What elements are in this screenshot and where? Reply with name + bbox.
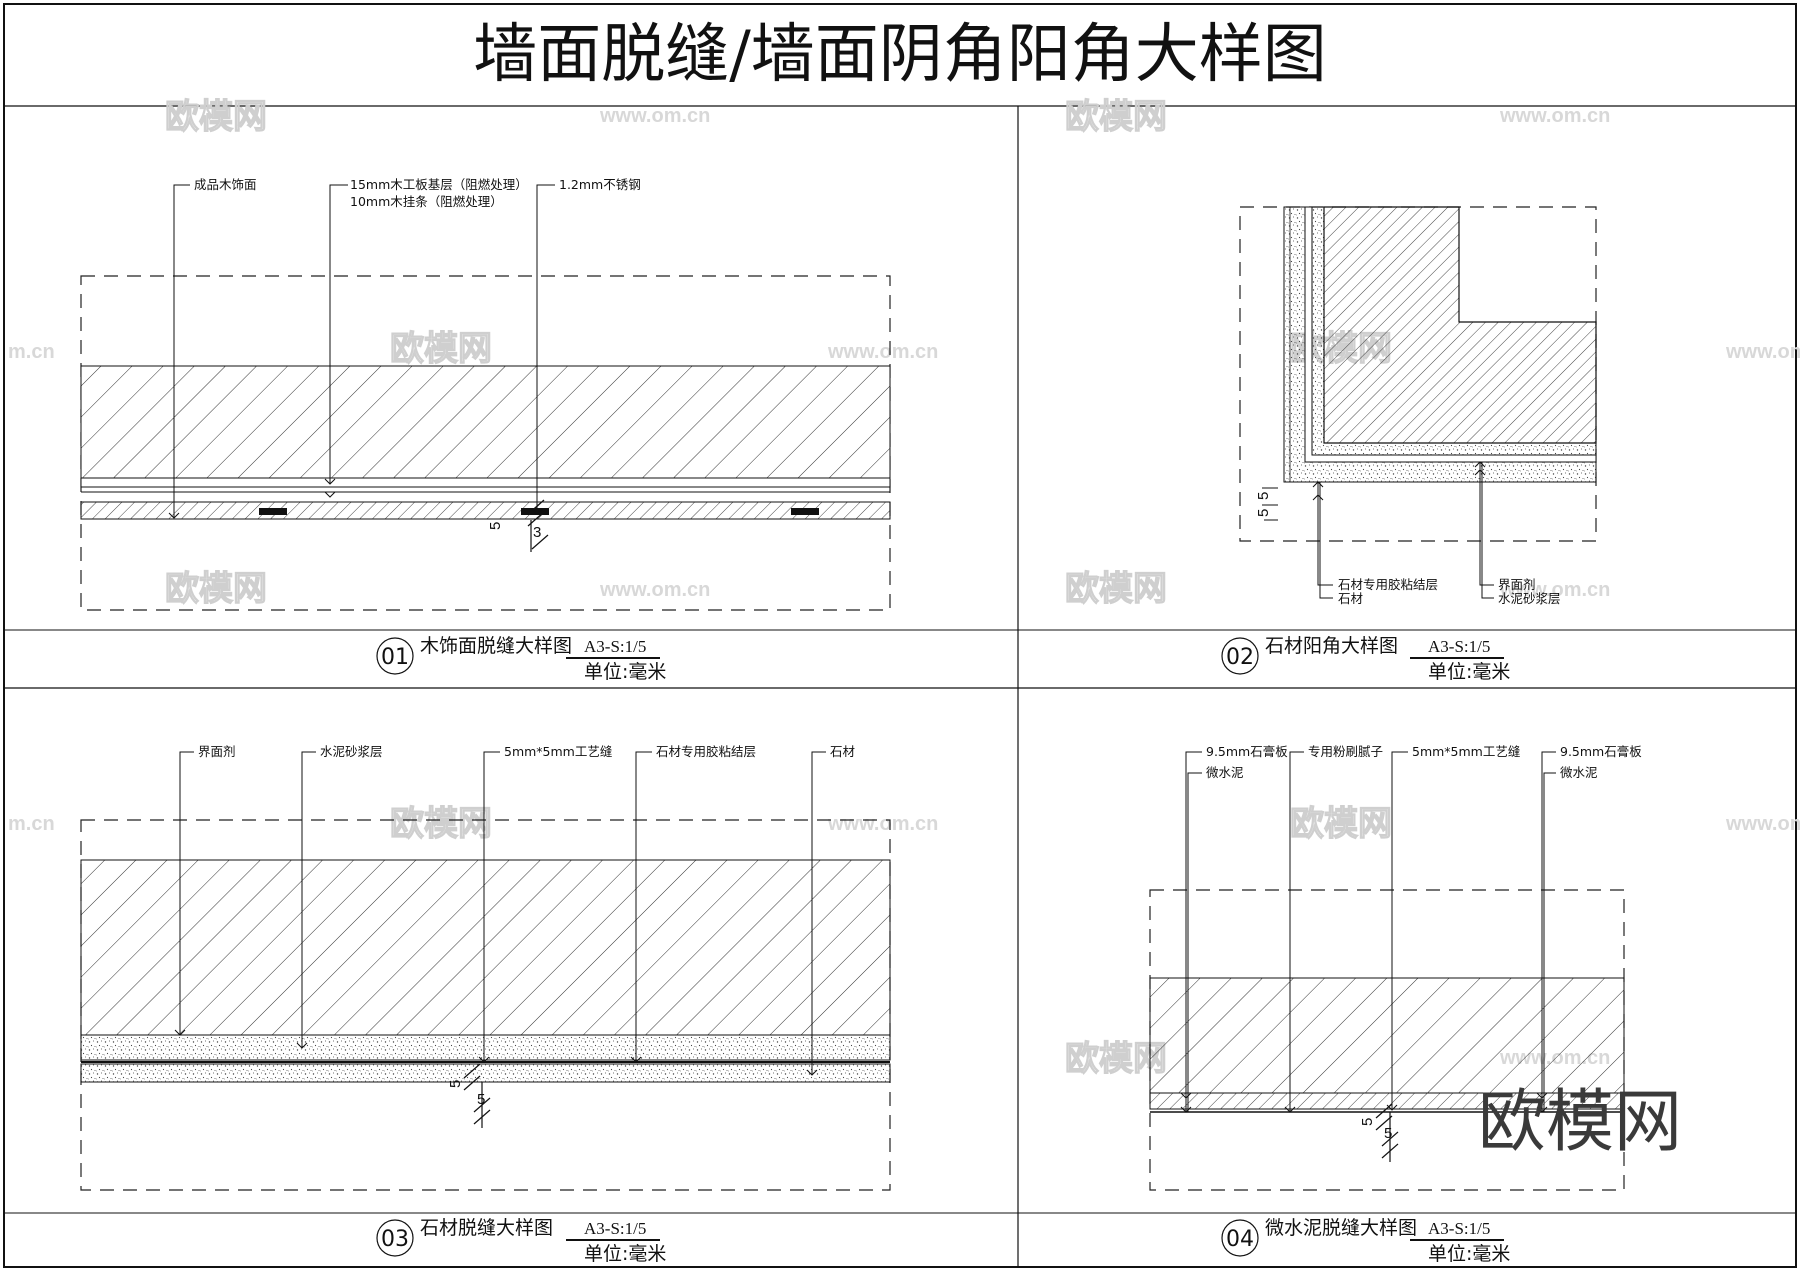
leader-lines: [1312, 461, 1494, 599]
dim-gap-5: 5: [1255, 509, 1272, 517]
note-interface-agent: 界面剂: [198, 744, 236, 759]
detail-name: 石材脱缝大样图: [420, 1217, 553, 1239]
detail-scale: A3-S:1/5: [584, 637, 646, 656]
note-plywood-base: 15mm木工板基层（阻燃处理）: [350, 177, 528, 192]
note-interface-agent: 界面剂: [1498, 577, 1536, 592]
note-stainless-steel: 1.2mm不锈钢: [559, 177, 641, 192]
note-stone-adhesive: 石材专用胶粘结层: [1338, 577, 1438, 592]
leader-lines: [1180, 751, 1556, 1113]
watermark-url: www.om.cn: [599, 105, 710, 127]
mortar-layer: [80, 1034, 891, 1061]
detail-03-stone-joint: 界面剂 水泥砂浆层 5mm*5mm工艺缝 石材专用胶粘结层 石材 5 5: [80, 744, 891, 1191]
watermark-url: m.cn: [8, 341, 55, 363]
batten-layer: [80, 477, 891, 488]
detail-scale: A3-S:1/5: [1428, 637, 1490, 656]
note-putty: 专用粉刷腻子: [1308, 744, 1383, 759]
note-stone: 石材: [1338, 591, 1363, 606]
detail-unit: 单位:毫米: [584, 661, 666, 683]
wall-substrate: [1149, 977, 1625, 1094]
watermark-url: www.om.cn: [827, 813, 938, 835]
detail-number-circle: [376, 637, 414, 675]
watermark-logo: 欧模网: [1065, 569, 1167, 609]
leader-lines: [168, 184, 555, 519]
detail-unit: 单位:毫米: [1428, 1243, 1510, 1265]
watermark-logo: 欧模网: [1065, 97, 1167, 137]
caption-02: 02 石材阳角大样图 A3-S:1/5 单位:毫米: [1221, 635, 1510, 683]
wall-substrate: [80, 859, 891, 1036]
note-micro-cement: 微水泥: [1560, 765, 1598, 780]
dimension-marks: [463, 1063, 491, 1128]
detail-02-stone-corner: 石材专用胶粘结层 石材 界面剂 水泥砂浆层 5 5: [1239, 206, 1597, 606]
dim-gap-5: 5: [447, 1080, 464, 1088]
watermark-url: www.om: [1725, 813, 1800, 835]
leader-lines: [174, 751, 826, 1076]
note-wood-veneer: 成品木饰面: [194, 177, 257, 192]
note-gypsum-board: 9.5mm石膏板: [1206, 744, 1288, 759]
detail-unit: 单位:毫米: [1428, 661, 1510, 683]
detail-number: 03: [381, 1227, 409, 1252]
note-micro-cement: 微水泥: [1206, 765, 1244, 780]
watermark-url: m.cn: [8, 813, 55, 835]
detail-number-circle: [376, 1219, 414, 1257]
sheet-frame: [3, 3, 1797, 1268]
dim-gap-5: 5: [1255, 492, 1272, 500]
note-joint-5x5: 5mm*5mm工艺缝: [1412, 744, 1520, 759]
detail-number: 02: [1226, 645, 1254, 670]
detail-name: 石材阳角大样图: [1265, 635, 1398, 657]
stone-layer: [80, 1063, 891, 1083]
note-mortar: 水泥砂浆层: [320, 744, 383, 759]
watermark-url: www.om.cn: [827, 341, 938, 363]
steel-strip: [791, 508, 819, 515]
watermark-logo: 欧模网: [390, 329, 492, 369]
drawing-title: 墙面脱缝/墙面阴角阳角大样图: [473, 18, 1327, 92]
dim-gap-5: 5: [1359, 1118, 1376, 1126]
dim-gap-5: 5: [477, 1091, 485, 1108]
caption-01: 01 木饰面脱缝大样图 A3-S:1/5 单位:毫米: [376, 635, 666, 683]
watermark-url: www.om.cn: [1499, 579, 1610, 601]
detail-name: 木饰面脱缝大样图: [420, 635, 572, 657]
watermark-logo: 欧模网: [390, 804, 492, 844]
wood-veneer-layer: [80, 501, 891, 520]
caption-03: 03 石材脱缝大样图 A3-S:1/5 单位:毫米: [376, 1217, 666, 1265]
detail-name: 微水泥脱缝大样图: [1265, 1217, 1417, 1239]
detail-number: 04: [1226, 1227, 1254, 1252]
watermark-brand: 欧模网: [1478, 1083, 1682, 1162]
dim-gap-5: 5: [487, 522, 504, 530]
note-joint-5x5: 5mm*5mm工艺缝: [504, 744, 612, 759]
note-stone: 石材: [830, 744, 855, 759]
detail-unit: 单位:毫米: [584, 1243, 666, 1265]
wall-substrate: [1323, 206, 1597, 444]
dimension-marks: [1262, 487, 1278, 521]
detail-number: 01: [381, 645, 409, 670]
watermark-logo: 欧模网: [1290, 804, 1392, 844]
note-wood-batten: 10mm木挂条（阻燃处理）: [350, 194, 503, 209]
dim-gap-3: 3: [533, 524, 541, 541]
watermark-url: www.om: [1725, 341, 1800, 363]
watermark-logo: 欧模网: [165, 97, 267, 137]
note-stone-adhesive: 石材专用胶粘结层: [656, 744, 756, 759]
detail-scale: A3-S:1/5: [1428, 1219, 1490, 1238]
caption-04: 04 微水泥脱缝大样图 A3-S:1/5 单位:毫米: [1221, 1217, 1510, 1265]
steel-strip: [259, 508, 287, 515]
watermark-logo: 欧模网: [165, 569, 267, 609]
detail-01-wood-veneer: 成品木饰面 15mm木工板基层（阻燃处理） 10mm木挂条（阻燃处理） 1.2m…: [80, 177, 891, 611]
detail-scale: A3-S:1/5: [584, 1219, 646, 1238]
note-gypsum-board: 9.5mm石膏板: [1560, 744, 1642, 759]
note-mortar: 水泥砂浆层: [1498, 591, 1561, 606]
dim-gap-5: 5: [1384, 1125, 1392, 1142]
dimension-marks: [527, 499, 549, 552]
detail-04-micro-cement: 9.5mm石膏板 微水泥 专用粉刷腻子 5mm*5mm工艺缝 9.5mm石膏板 …: [1149, 744, 1642, 1191]
dimension-marks: [1375, 1103, 1399, 1162]
watermark-url: www.om.cn: [1499, 105, 1610, 127]
detail-number-circle: [1221, 637, 1259, 675]
watermark-url: www.om.cn: [599, 579, 710, 601]
detail-number-circle: [1221, 1219, 1259, 1257]
